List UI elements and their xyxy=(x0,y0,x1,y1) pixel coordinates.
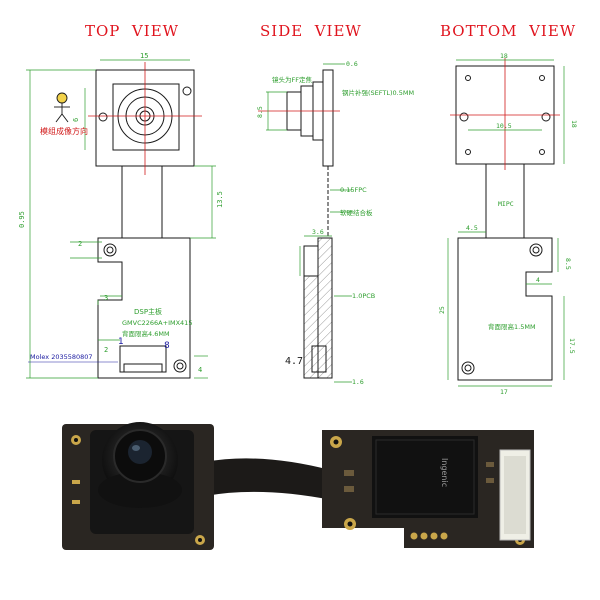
top-dim-flex: 13.5 xyxy=(216,191,224,208)
bottom-dimensions xyxy=(447,59,565,387)
side-stub-dim: 3.6 xyxy=(312,228,324,236)
top-back-height-label: 背面限高4.6MM xyxy=(122,329,170,338)
bottom-fpc-label: MIPC xyxy=(498,200,514,208)
top-dim-a: 15 xyxy=(140,52,148,60)
bottom-dim-width: 18 xyxy=(500,52,508,60)
top-hole-left xyxy=(98,112,108,122)
side-top-dim: 0.6 xyxy=(346,60,358,68)
top-fpc xyxy=(121,165,163,239)
top-centerlines xyxy=(88,62,202,175)
top-hole-bottom-left xyxy=(103,243,117,257)
photo-dsp-chip xyxy=(372,436,478,518)
bottom-dim-left: 4.5 xyxy=(466,224,478,232)
top-view-title: TOP VIEW xyxy=(85,22,180,40)
top-dim-c: 3 xyxy=(104,294,108,302)
bottom-dim-right: 8.5 xyxy=(564,258,572,270)
side-connector xyxy=(311,345,327,373)
top-dim-f: 2 xyxy=(104,346,108,354)
bottom-back-height-label: 背面限高1.5MM xyxy=(488,322,536,331)
bottom-dim-side: 25 xyxy=(438,306,446,314)
top-dimensions xyxy=(26,59,216,379)
bottom-dsp-board xyxy=(457,237,553,381)
photo-chip-brand: Ingenic xyxy=(440,458,449,487)
bottom-dim-notch: 4 xyxy=(536,276,540,284)
side-rigid-flex-note: 软硬结合板 xyxy=(340,208,373,217)
side-lens-note: 镜头为FF定焦 xyxy=(272,75,312,84)
side-bottom-dim: 1.6 xyxy=(352,378,364,386)
dsp-board-label: DSP主板 xyxy=(134,307,162,316)
side-view-drawing xyxy=(286,69,334,379)
side-connector-height: 4.7 xyxy=(285,356,303,367)
bottom-dim-height: 18 xyxy=(570,120,578,128)
bottom-view-title: BOTTOM VIEW xyxy=(440,22,577,40)
bottom-dim-hole-span: 10.5 xyxy=(496,122,512,130)
side-pcb-note: 1.0PCB xyxy=(352,292,375,300)
top-connector xyxy=(119,345,167,373)
side-dimensions xyxy=(266,63,352,383)
side-stiffener-note: 钢片补强(SEFTL)0.5MM xyxy=(342,88,414,97)
top-hole-right xyxy=(182,86,192,96)
pin-8-label: 8 xyxy=(164,341,170,351)
top-dim-total: 0.95 xyxy=(18,211,26,228)
side-fpc-note: 0.15FPC xyxy=(340,186,367,194)
bottom-dim-board-w: 17 xyxy=(500,388,508,396)
imaging-direction-figure xyxy=(54,92,70,123)
pin-1-label: 1 xyxy=(118,337,124,347)
side-sensor-board xyxy=(322,69,334,167)
side-lens-dim: 8.5 xyxy=(256,106,264,118)
top-dim-d: 6 xyxy=(72,118,80,122)
bottom-dim-board-h: 17.5 xyxy=(568,338,576,354)
top-hole-bottom-right xyxy=(173,359,187,373)
module-photo xyxy=(62,422,534,550)
imaging-direction-label: 模组成像方向 xyxy=(40,126,88,136)
top-dim-e: 4 xyxy=(198,366,202,374)
side-view-title: SIDE VIEW xyxy=(260,22,362,40)
connector-label: Molex 2035580807 xyxy=(30,353,93,361)
top-lens-holder xyxy=(112,83,180,151)
side-dsp-board xyxy=(317,237,333,379)
photo-flex-cable xyxy=(205,458,332,500)
dsp-chip-label: GMVC2266A+IMX415 xyxy=(122,319,192,327)
top-dim-b: 2 xyxy=(78,240,82,248)
